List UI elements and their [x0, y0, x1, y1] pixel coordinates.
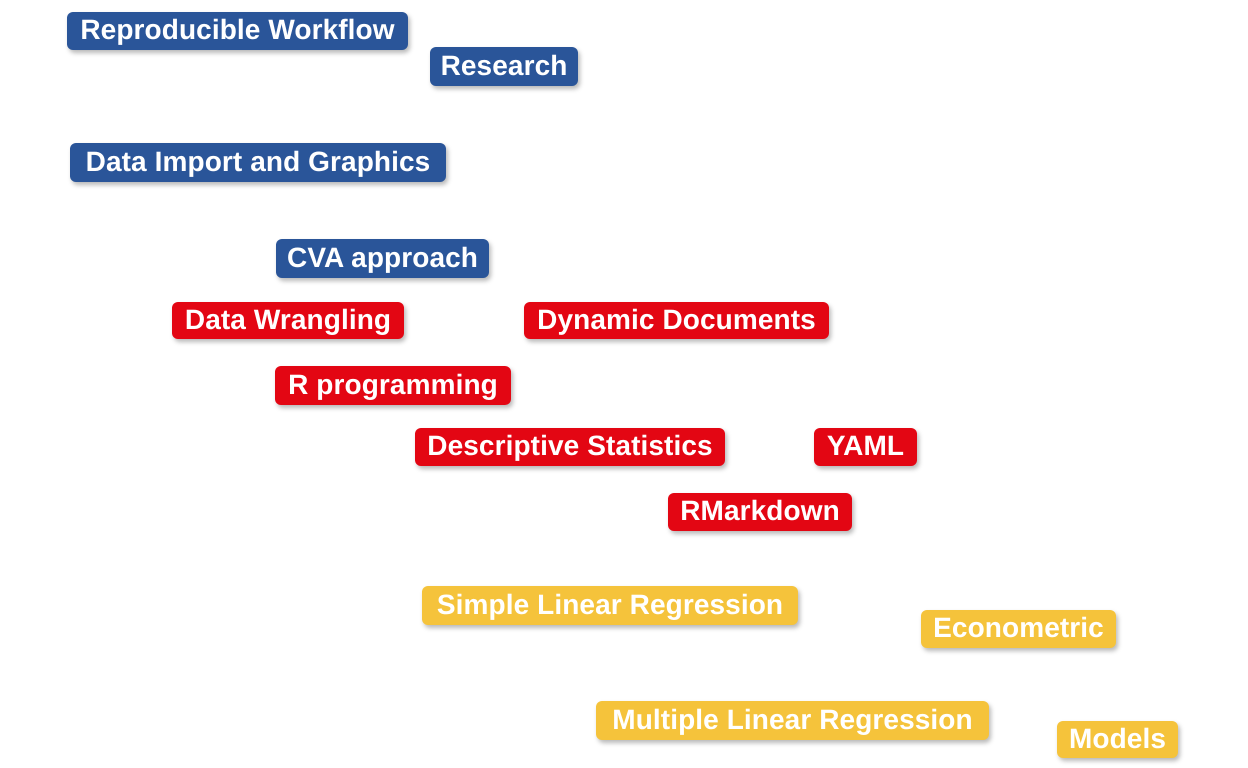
- label-chip-text: Econometric: [933, 612, 1104, 643]
- label-chip-simple-linear-regression[interactable]: Simple Linear Regression: [422, 586, 798, 625]
- label-chip-text: R programming: [288, 368, 498, 400]
- label-chip-research[interactable]: Research: [430, 47, 578, 86]
- label-chip-text: Research: [440, 49, 568, 81]
- label-chip-text: Simple Linear Regression: [436, 588, 784, 620]
- label-chip-text: YAML: [826, 430, 905, 461]
- label-chip-data-import-and-graphics[interactable]: Data Import and Graphics: [70, 143, 446, 182]
- label-chip-r-programming[interactable]: R programming: [275, 366, 511, 405]
- label-chip-models[interactable]: Models: [1057, 721, 1178, 758]
- label-chip-text: Data Import and Graphics: [85, 145, 431, 177]
- label-chip-dynamic-documents[interactable]: Dynamic Documents: [524, 302, 829, 339]
- label-chip-data-wrangling[interactable]: Data Wrangling: [172, 302, 404, 339]
- label-chip-multiple-linear-regression[interactable]: Multiple Linear Regression: [596, 701, 989, 740]
- label-chip-reproducible-workflow[interactable]: Reproducible Workflow: [67, 12, 408, 50]
- label-chip-text: Models: [1068, 722, 1167, 754]
- label-chip-text: Descriptive Statistics: [427, 430, 713, 461]
- label-chip-rmarkdown[interactable]: RMarkdown: [668, 493, 852, 531]
- label-chip-cva-approach[interactable]: CVA approach: [276, 239, 489, 278]
- label-chip-text: Data Wrangling: [184, 303, 392, 335]
- label-chip-descriptive-statistics[interactable]: Descriptive Statistics: [415, 428, 725, 466]
- label-chip-econometric[interactable]: Econometric: [921, 610, 1116, 648]
- label-chip-text: CVA approach: [287, 241, 479, 273]
- label-chip-text: Multiple Linear Regression: [612, 703, 973, 735]
- label-chip-text: Dynamic Documents: [537, 303, 816, 335]
- label-chip-yaml[interactable]: YAML: [814, 428, 917, 466]
- label-chip-text: RMarkdown: [680, 495, 840, 526]
- label-chip-text: Reproducible Workflow: [80, 14, 395, 45]
